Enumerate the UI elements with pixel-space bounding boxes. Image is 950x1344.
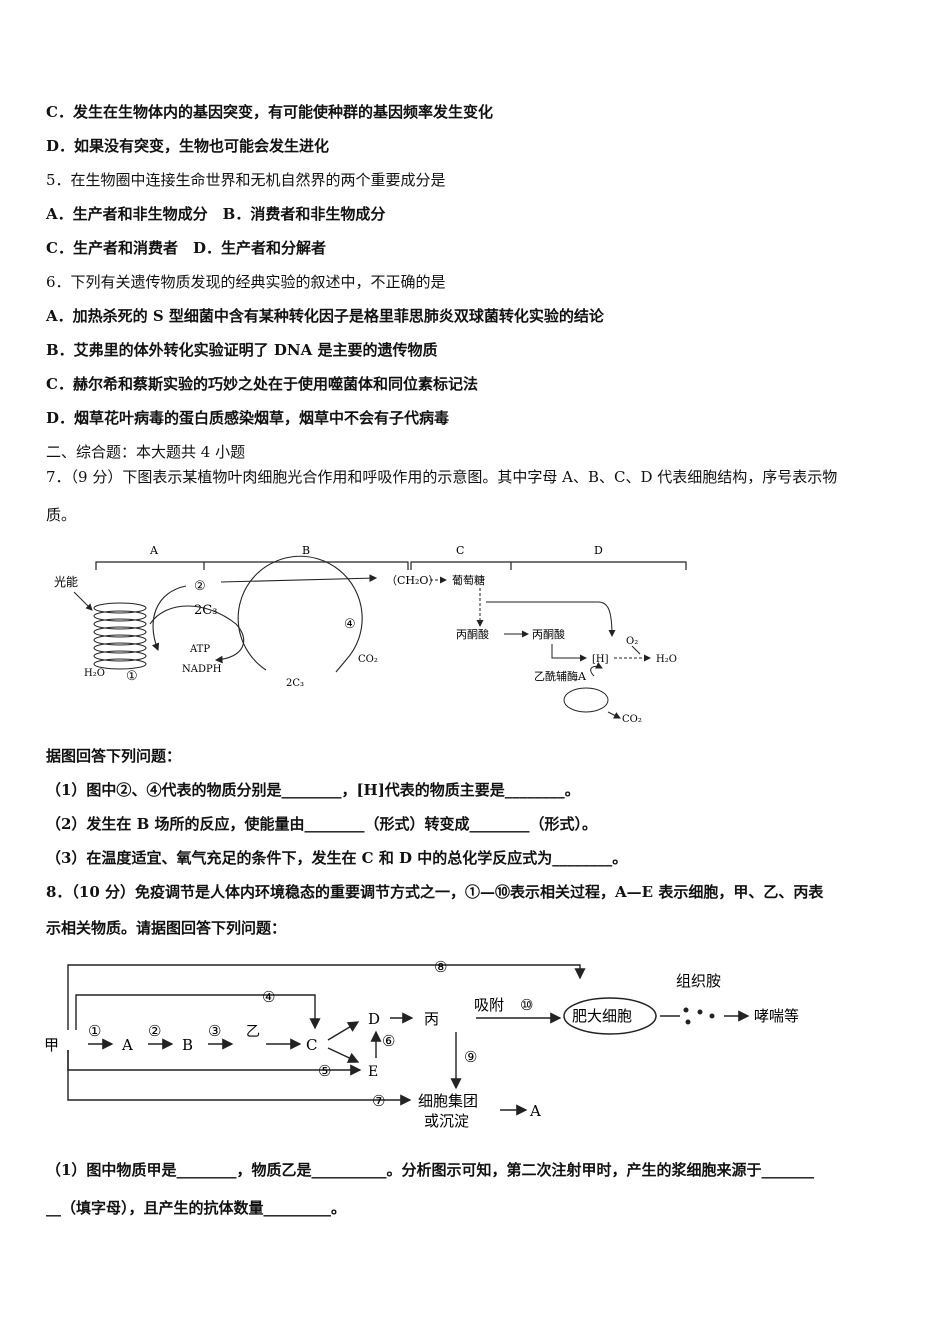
step-10: ⑩ bbox=[520, 996, 533, 1014]
photosynthesis-diagram: A B C D 光能 H₂O ① ② 2C₃ ATP NADPH ④ CO₂ 2… bbox=[54, 544, 687, 725]
options-5ab: A．生产者和非生物成分 B．消费者和非生物成分 bbox=[46, 205, 386, 223]
question-7-3: （3）在温度适宜、氧气充足的条件下，发生在 C 和 D 中的总化学反应式为___… bbox=[46, 849, 628, 867]
cell-a-result: A bbox=[529, 1102, 541, 1120]
step-6: ⑥ bbox=[382, 1032, 395, 1050]
jia-label: 甲 bbox=[44, 1036, 59, 1054]
h2o-output: H₂O bbox=[656, 654, 677, 665]
question-8-1-cont: __（填字母），且产生的抗体数量_________。 bbox=[46, 1199, 347, 1217]
glucose-label: 葡萄糖 bbox=[452, 573, 485, 587]
label-b: B bbox=[302, 544, 310, 557]
histamine-dots-icon bbox=[683, 1007, 715, 1025]
cell-d: D bbox=[368, 1010, 380, 1028]
step-5: ⑤ bbox=[318, 1062, 331, 1080]
cell-b: B bbox=[182, 1036, 193, 1054]
atp-label: ATP bbox=[189, 644, 210, 655]
ch2o-label: （CH₂O） bbox=[386, 574, 439, 587]
label-a: A bbox=[149, 544, 159, 557]
circle-2: ② bbox=[194, 579, 206, 594]
cluster-label-1: 细胞集团 bbox=[418, 1092, 478, 1110]
question-7-2: （2）发生在 B 场所的反应，使能量由________（形式）转变成______… bbox=[46, 815, 598, 833]
question-8-cont: 示相关物质。请据图回答下列问题： bbox=[46, 919, 287, 937]
step-2: ② bbox=[148, 1022, 161, 1040]
option-text: C．发生在生物体内的基因突变，有可能使种群的基因频率发生变化 bbox=[46, 103, 493, 121]
option-6c: C．赫尔希和蔡斯实验的巧妙之处在于使用噬菌体和同位素标记法 bbox=[46, 375, 478, 393]
step-7: ⑦ bbox=[372, 1092, 385, 1110]
circle-4: ④ bbox=[344, 617, 356, 632]
section-heading: 二、综合题：本大题共 4 小题 bbox=[46, 443, 246, 461]
mast-cell-label: 肥大细胞 bbox=[572, 1007, 632, 1025]
h-label: [H] bbox=[592, 654, 609, 665]
question-7: 7．（9 分）下图表示某植物叶肉细胞光合作用和呼吸作用的示意图。其中字母 A、B… bbox=[46, 468, 838, 486]
adsorb-label: 吸附 bbox=[474, 996, 504, 1014]
question-7-1: （1）图中②、④代表的物质分别是________，[H]代表的物质主要是____… bbox=[46, 781, 580, 799]
co2-input: CO₂ bbox=[358, 654, 378, 665]
bracket-cd bbox=[410, 561, 687, 570]
step-1: ① bbox=[88, 1022, 101, 1040]
question-6: 6．下列有关遗传物质发现的经典实验的叙述中，不正确的是 bbox=[46, 273, 446, 291]
label-c: C bbox=[456, 544, 464, 557]
nadph-label: NADPH bbox=[182, 664, 222, 675]
cell-a: A bbox=[121, 1036, 133, 1054]
cell-c: C bbox=[306, 1036, 317, 1054]
step-4: ④ bbox=[262, 988, 275, 1006]
option-6b: B．艾弗里的体外转化实验证明了 DNA 是主要的遗传物质 bbox=[46, 341, 438, 359]
option-6a: A．加热杀死的 S 型细菌中含有某种转化因子是格里菲思肺炎双球菌转化实验的结论 bbox=[46, 307, 604, 325]
circle-1: ① bbox=[126, 669, 138, 684]
o2-label: O₂ bbox=[626, 636, 638, 647]
pyruvate-1: 丙酮酸 bbox=[456, 627, 489, 641]
c3-label: 2C₃ bbox=[286, 678, 304, 689]
option-5d: D．如果没有突变，生物也可能会发生进化 bbox=[46, 136, 329, 156]
options-5cd: C．生产者和消费者 D．生产者和分解者 bbox=[46, 239, 326, 257]
h2o-input: H₂O bbox=[84, 668, 105, 679]
option-6d: D．烟草花叶病毒的蛋白质感染烟草，烟草中不会有子代病毒 bbox=[46, 409, 450, 427]
bing-label: 丙 bbox=[424, 1010, 439, 1028]
histamine-label: 组织胺 bbox=[676, 972, 721, 990]
acetyl-coa-label: 乙酰辅酶A bbox=[534, 669, 587, 683]
step-9: ⑨ bbox=[464, 1048, 477, 1066]
co2-output: CO₂ bbox=[622, 714, 642, 725]
cluster-label-2: 或沉淀 bbox=[424, 1112, 469, 1130]
option-text: D．如果没有突变，生物也可能会发生进化 bbox=[46, 137, 330, 155]
question-8-1: （1）图中物质甲是________，物质乙是__________。分析图示可知，… bbox=[46, 1161, 814, 1179]
question-7-cont: 质。 bbox=[46, 506, 77, 524]
label-d: D bbox=[594, 544, 603, 557]
bracket-ab bbox=[95, 561, 409, 570]
thylakoid-stack-icon bbox=[93, 602, 147, 670]
step-8: ⑧ bbox=[434, 958, 447, 976]
asthma-label: 哮喘等 bbox=[754, 1007, 799, 1025]
answer-prompt: 据图回答下列问题： bbox=[46, 747, 182, 765]
yi-label: 乙 bbox=[246, 1024, 260, 1040]
mast-cell-outline bbox=[563, 997, 657, 1035]
option-5c: C．发生在生物体内的基因突变，有可能使种群的基因频率发生变化 bbox=[46, 102, 493, 122]
pyruvate-2: 丙酮酸 bbox=[532, 627, 565, 641]
question-5: 5．在生物圈中连接生命世界和无机自然界的两个重要成分是 bbox=[46, 171, 446, 189]
light-label: 光能 bbox=[54, 575, 78, 589]
cell-e: E bbox=[368, 1064, 378, 1080]
step-3: ③ bbox=[208, 1022, 221, 1040]
immune-diagram: 甲 ① A ② B ③ 乙 C ④ D ⑥ E ⑤ 丙 吸附 ⑩ 肥大细胞 组织… bbox=[44, 958, 799, 1130]
question-8: 8．（10 分）免疫调节是人体内环境稳态的重要调节方式之一，①—⑩表示相关过程，… bbox=[46, 883, 824, 901]
